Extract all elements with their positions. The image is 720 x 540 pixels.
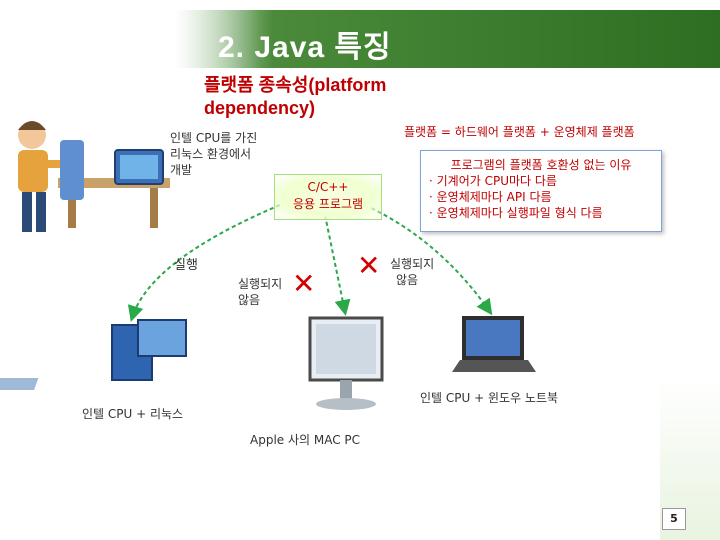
mac-target-label: Apple 사의 MAC PC xyxy=(250,433,361,447)
subtitle-line2: dependency) xyxy=(204,98,316,118)
developer-label: 인텔 CPU를 가진 리눅스 환경에서 개발 xyxy=(170,131,258,177)
run-label: 실행 xyxy=(174,258,198,273)
program-label-1: C/C++ xyxy=(307,180,349,194)
linux-desktop-illustration xyxy=(0,319,187,390)
mac-monitor-illustration xyxy=(308,316,384,410)
notebook-target-label: 인텔 CPU + 윈도우 노트북 xyxy=(420,391,559,405)
subtitle-line1: 플랫폼 종속성(platform xyxy=(204,75,387,95)
reasons-box: 프로그램의 플랫폼 호환성 없는 이유 · 기계어가 CPU마다 다름 · 운영… xyxy=(420,150,662,232)
reason-item: · 운영체제마다 실행파일 형식 다름 xyxy=(429,206,603,220)
platform-equation: 플랫폼 = 하드웨어 플랫폼 + 운영체제 플랫폼 xyxy=(404,125,635,139)
reasons-title: 프로그램의 플랫폼 호환성 없는 이유 xyxy=(450,158,632,172)
cross-icon: ✕ xyxy=(357,249,381,282)
arrow-to-mac xyxy=(324,214,351,316)
header-green-band xyxy=(175,10,720,68)
page-number: 5 xyxy=(662,508,686,530)
header-fade xyxy=(0,0,260,72)
program-label-2: 응용 프로그램 xyxy=(292,197,364,211)
developer-illustration xyxy=(18,121,170,232)
arrow-to-linux xyxy=(127,204,281,322)
not-run-mac-label: 실행되지 않음 xyxy=(238,277,283,307)
program-box: C/C++ 응용 프로그램 xyxy=(274,174,382,220)
notebook-illustration xyxy=(452,316,536,372)
not-run-notebook-label: 실행되지 않음 xyxy=(390,257,435,287)
header-band xyxy=(0,0,720,72)
page-title: 2. Java 특징 xyxy=(218,31,392,64)
footer-decoration xyxy=(660,0,720,540)
reason-item: · 운영체제마다 API 다름 xyxy=(429,190,552,204)
reason-item: · 기계어가 CPU마다 다름 xyxy=(429,174,557,188)
subtitle: 플랫폼 종속성(platform dependency) xyxy=(204,74,386,120)
linux-target-label: 인텔 CPU + 리눅스 xyxy=(82,407,184,421)
cross-icon: ✕ xyxy=(292,267,316,300)
